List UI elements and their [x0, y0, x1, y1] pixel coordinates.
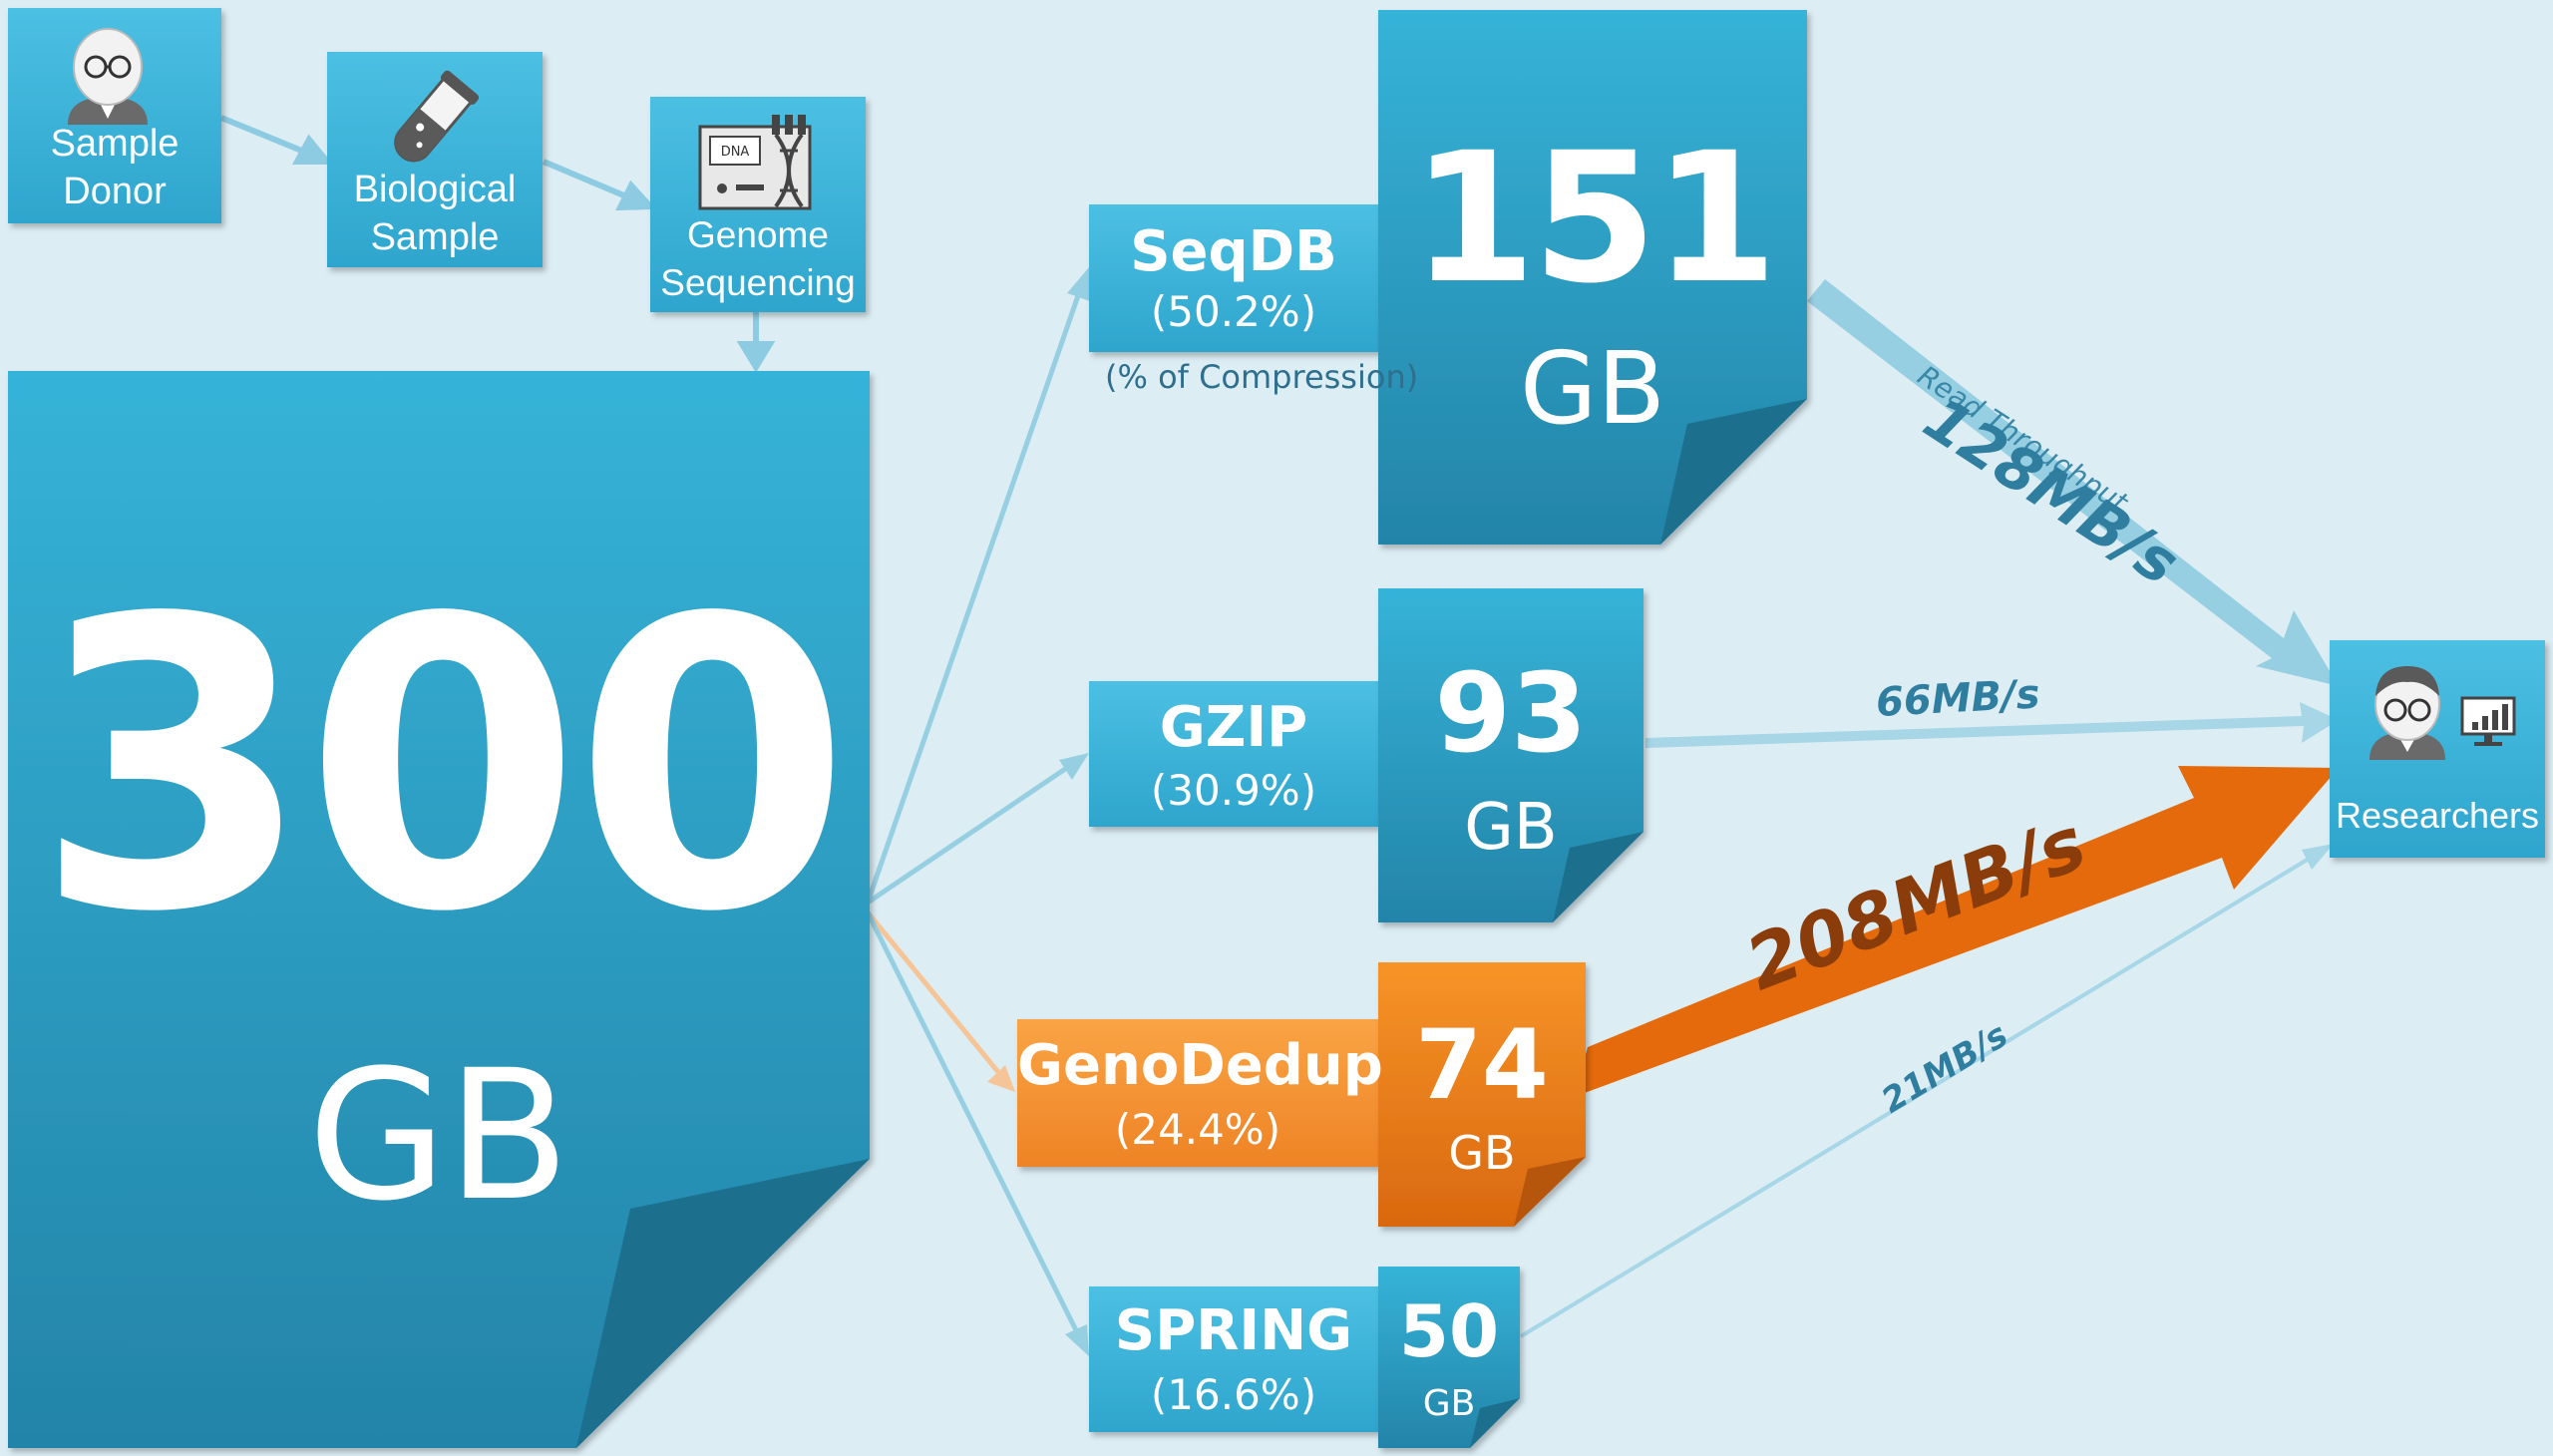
genome-sequencing-label: Genome Sequencing — [660, 214, 856, 303]
chart-monitor-icon — [2460, 696, 2516, 746]
genodedup-unit: GB — [1448, 1126, 1516, 1180]
sample-donor-label: Sample Donor — [50, 123, 180, 212]
seqdb-value: 151 — [1411, 115, 1778, 323]
pipeline-arrows — [219, 115, 776, 373]
source-unit: GB — [307, 1032, 570, 1241]
spring-unit: GB — [1422, 1383, 1476, 1424]
genodedup-pct: (24.4%) — [1114, 1105, 1281, 1154]
researcher-icon — [2370, 666, 2445, 760]
researchers-label: Researchers — [2335, 795, 2540, 836]
throughput-arrows — [1519, 279, 2339, 1338]
person-icon — [68, 28, 148, 125]
seqdb-label-box — [1089, 204, 1378, 352]
biological-sample-label: Biological Sample — [353, 169, 517, 258]
gzip-value: 93 — [1434, 649, 1588, 777]
gzip-name: GZIP — [1159, 695, 1308, 760]
spring-pct: (16.6%) — [1150, 1370, 1317, 1419]
gzip-throughput: 66MB/s — [1875, 671, 2041, 726]
test-tube-icon — [394, 70, 480, 163]
source-tile — [8, 371, 870, 1448]
seqdb-name: SeqDB — [1130, 219, 1337, 284]
gzip-label-box — [1089, 681, 1378, 827]
gzip-value-tile — [1378, 588, 1643, 922]
genodedup-label-box — [1017, 1019, 1378, 1167]
genodedup-name: GenoDedup — [1017, 1033, 1383, 1098]
spring-throughput-arrow — [1519, 854, 2316, 1338]
seqdb-unit: GB — [1519, 330, 1666, 447]
gzip-pct: (30.9%) — [1150, 766, 1317, 815]
spring-label-box — [1089, 1286, 1378, 1432]
gzip-throughput-arrow — [1645, 702, 2339, 748]
seqdb-pct: (50.2%) — [1150, 287, 1317, 336]
svg-text:DNA: DNA — [721, 145, 750, 160]
seqdb-value-tile — [1378, 10, 1807, 545]
genodedup-value-tile — [1378, 962, 1586, 1227]
source-value: 300 — [34, 536, 852, 999]
seqdb-note: (% of Compression) — [1105, 358, 1419, 396]
gzip-unit: GB — [1464, 791, 1558, 865]
spring-value: 50 — [1398, 1289, 1500, 1373]
fanout-arrows — [865, 267, 1090, 1356]
spring-value-tile — [1378, 1267, 1520, 1448]
genodedup-value: 74 — [1415, 1009, 1549, 1121]
genodedup-throughput-arrow — [1574, 766, 2339, 1097]
spring-name: SPRING — [1114, 1298, 1353, 1363]
dna-sequencer-icon: DNA — [698, 115, 812, 210]
seqdb-throughput-arrow — [1807, 279, 2339, 686]
